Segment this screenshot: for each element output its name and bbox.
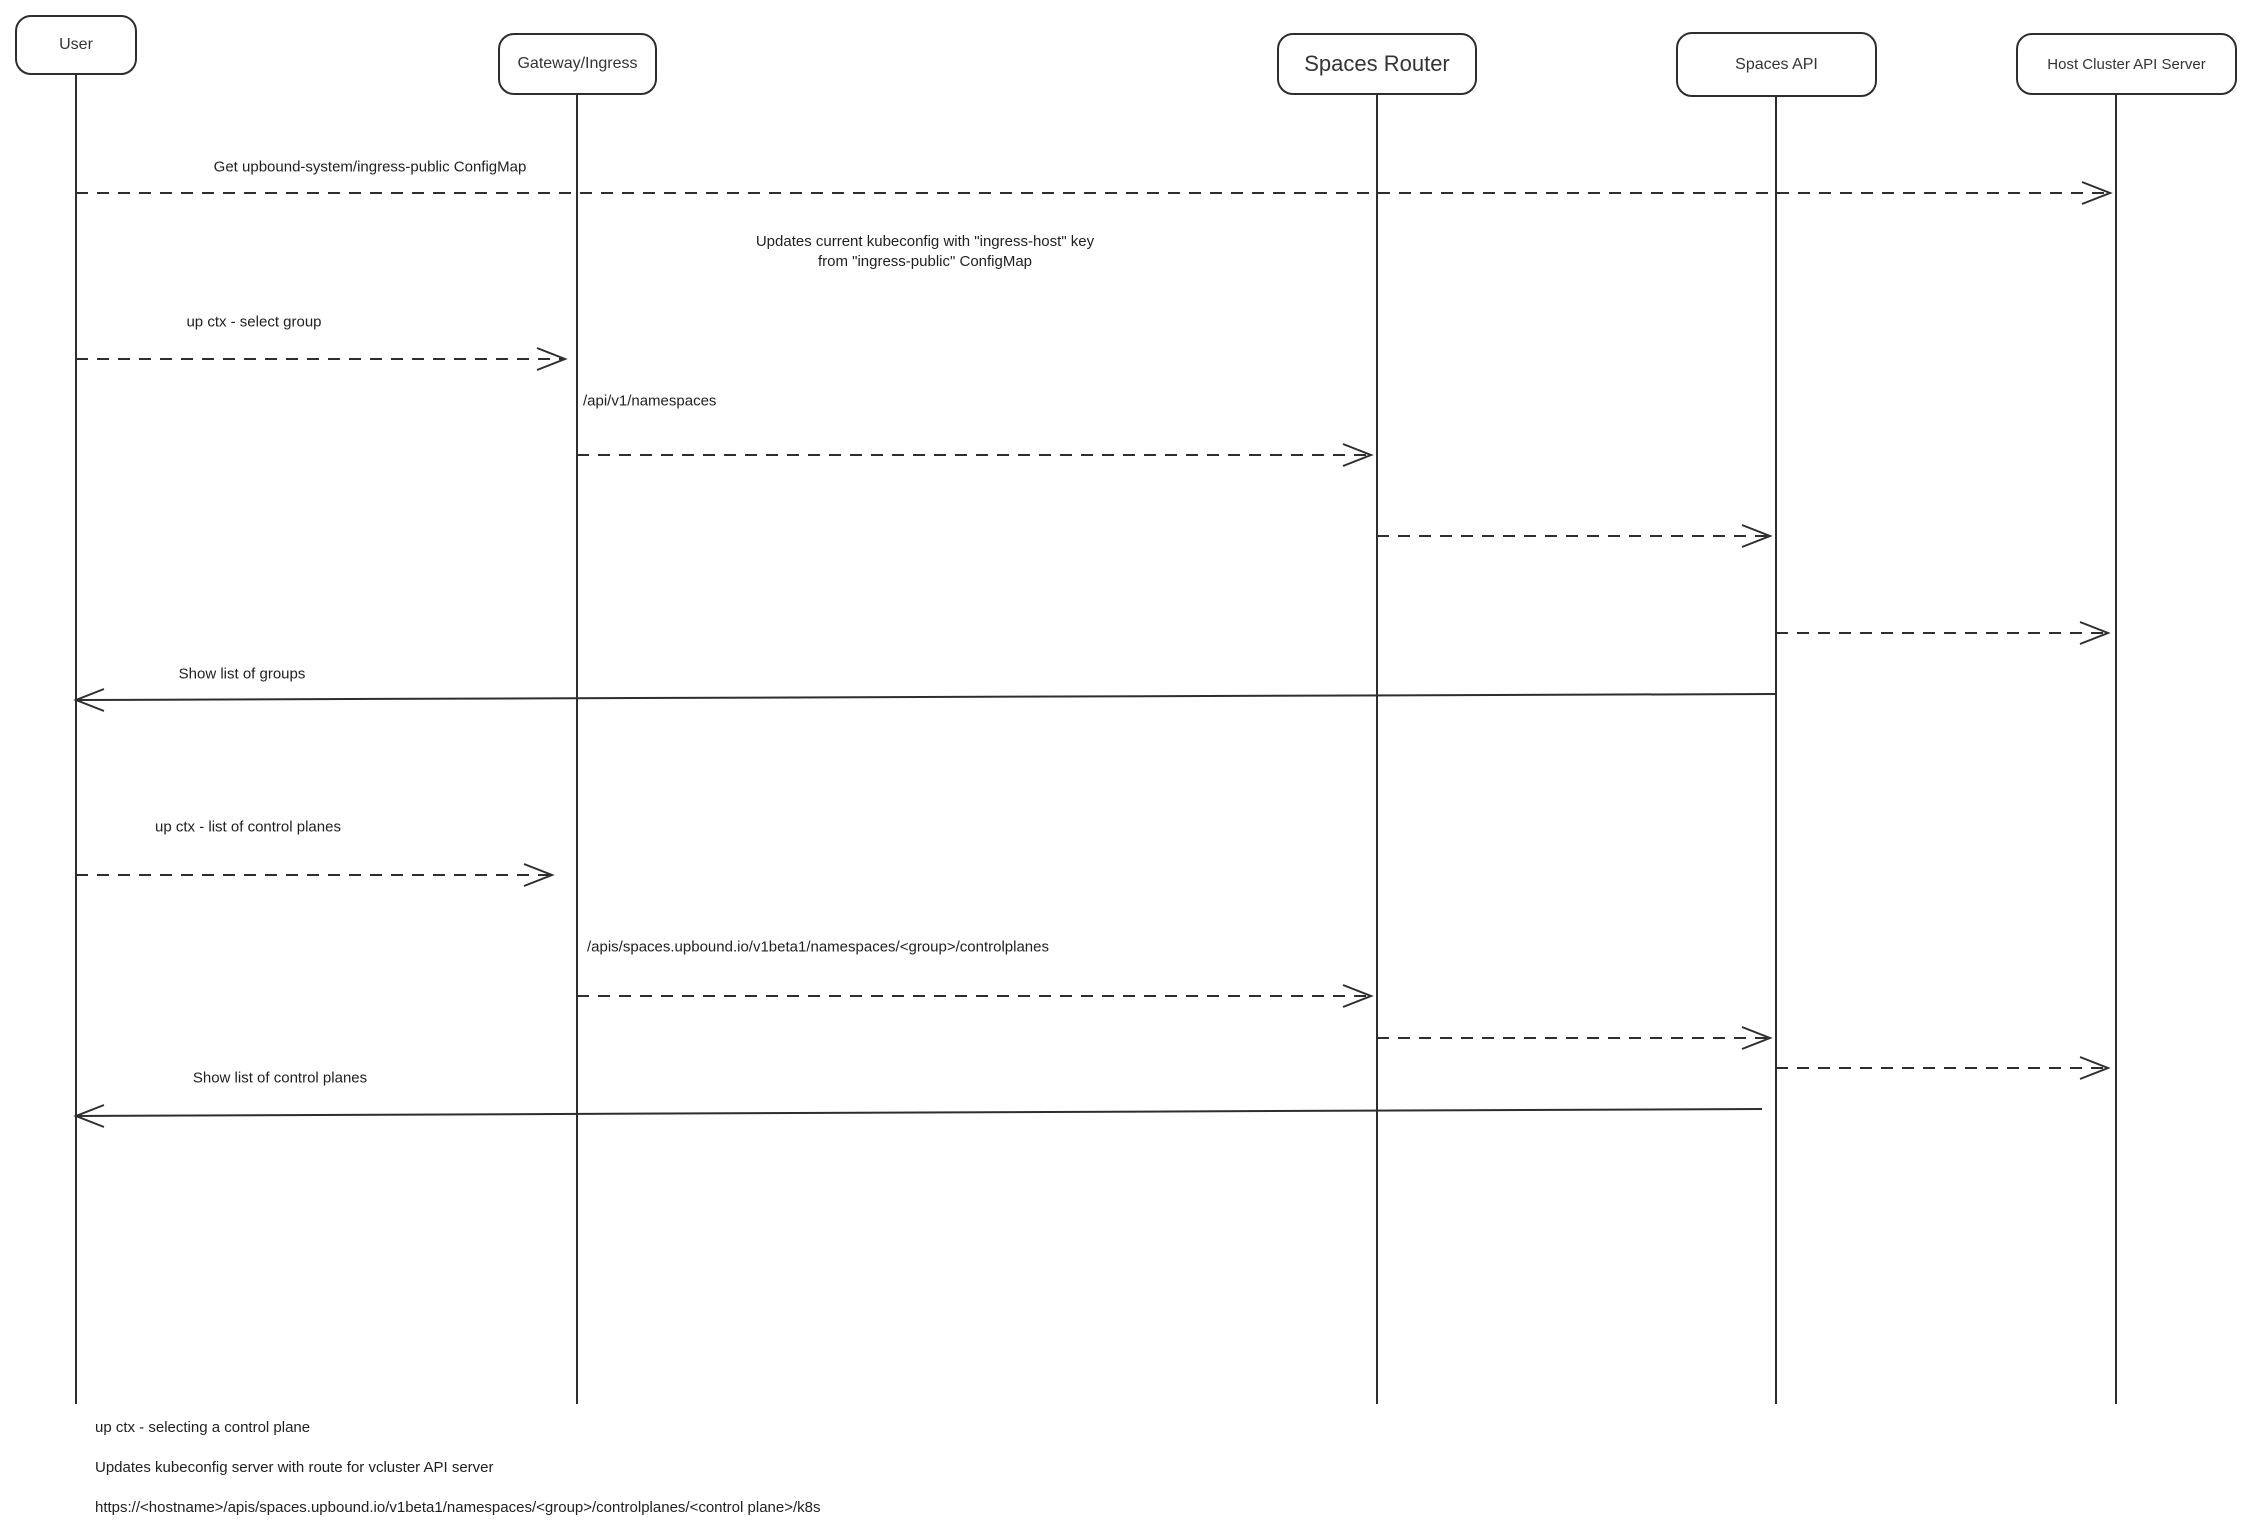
message-line-show-list-of-groups: [75, 693, 1776, 701]
arrowhead-show-list-of-groups: [73, 688, 105, 712]
actor-label-user: User: [59, 36, 93, 53]
arrowhead-spaces-api-to-host-1: [2079, 621, 2111, 645]
note-bottom-note-url: https://<hostname>/apis/spaces.upbound.i…: [95, 1498, 821, 1518]
message-label-show-list-of-control-planes: Show list of control planes: [192, 1069, 368, 1087]
arrowhead-router-to-spaces-api-1: [1741, 524, 1773, 548]
message-label-get-ingress-public-configmap: Get upbound-system/ingress-public Config…: [213, 158, 527, 176]
arrowhead-spaces-api-to-host-2: [2079, 1056, 2111, 1080]
actor-box-host-cluster-api-server: Host Cluster API Server: [2016, 33, 2237, 95]
note-line: Updates current kubeconfig with "ingress…: [755, 233, 1095, 250]
actor-box-spaces-api: Spaces API: [1676, 32, 1877, 97]
message-label-up-ctx-list-of-control-planes: up ctx - list of control planes: [155, 818, 341, 836]
note-bottom-note-selecting-control-plane: up ctx - selecting a control plane: [95, 1418, 310, 1438]
note-kubeconfig-update-note: Updates current kubeconfig with "ingress…: [756, 232, 1094, 272]
actor-label-host-cluster-api-server: Host Cluster API Server: [2047, 55, 2206, 73]
arrowhead-show-list-of-control-planes: [73, 1104, 105, 1128]
arrowhead-get-ingress-public-configmap: [2081, 181, 2113, 205]
note-line: Updates kubeconfig server with route for…: [95, 1459, 494, 1476]
arrowhead-up-ctx-select-group: [536, 347, 568, 371]
actor-box-user: User: [15, 15, 137, 75]
note-line: from "ingress-public" ConfigMap: [817, 253, 1033, 270]
message-label-api-v1-namespaces: /api/v1/namespaces: [583, 392, 717, 410]
note-bottom-note-kubeconfig-route: Updates kubeconfig server with route for…: [95, 1458, 494, 1478]
note-line: https://<hostname>/apis/spaces.upbound.i…: [95, 1499, 821, 1516]
note-line: up ctx - selecting a control plane: [95, 1419, 311, 1436]
arrowhead-apis-spaces-controlplanes: [1342, 984, 1374, 1008]
actor-label-spaces-api: Spaces API: [1735, 55, 1818, 73]
arrowhead-api-v1-namespaces: [1342, 443, 1374, 467]
message-label-apis-spaces-controlplanes: /apis/spaces.upbound.io/v1beta1/namespac…: [587, 938, 1049, 956]
arrowhead-router-to-spaces-api-2: [1741, 1026, 1773, 1050]
actor-box-spaces-router: Spaces Router: [1277, 33, 1477, 95]
actor-label-spaces-router: Spaces Router: [1304, 51, 1450, 76]
actor-box-gateway-ingress: Gateway/Ingress: [498, 33, 657, 95]
message-label-up-ctx-select-group: up ctx - select group: [186, 313, 322, 331]
arrowhead-up-ctx-list-of-control-planes: [523, 863, 555, 887]
actor-label-gateway-ingress: Gateway/Ingress: [517, 55, 638, 72]
message-label-show-list-of-groups: Show list of groups: [178, 665, 306, 683]
message-line-show-list-of-control-planes: [75, 1108, 1763, 1117]
